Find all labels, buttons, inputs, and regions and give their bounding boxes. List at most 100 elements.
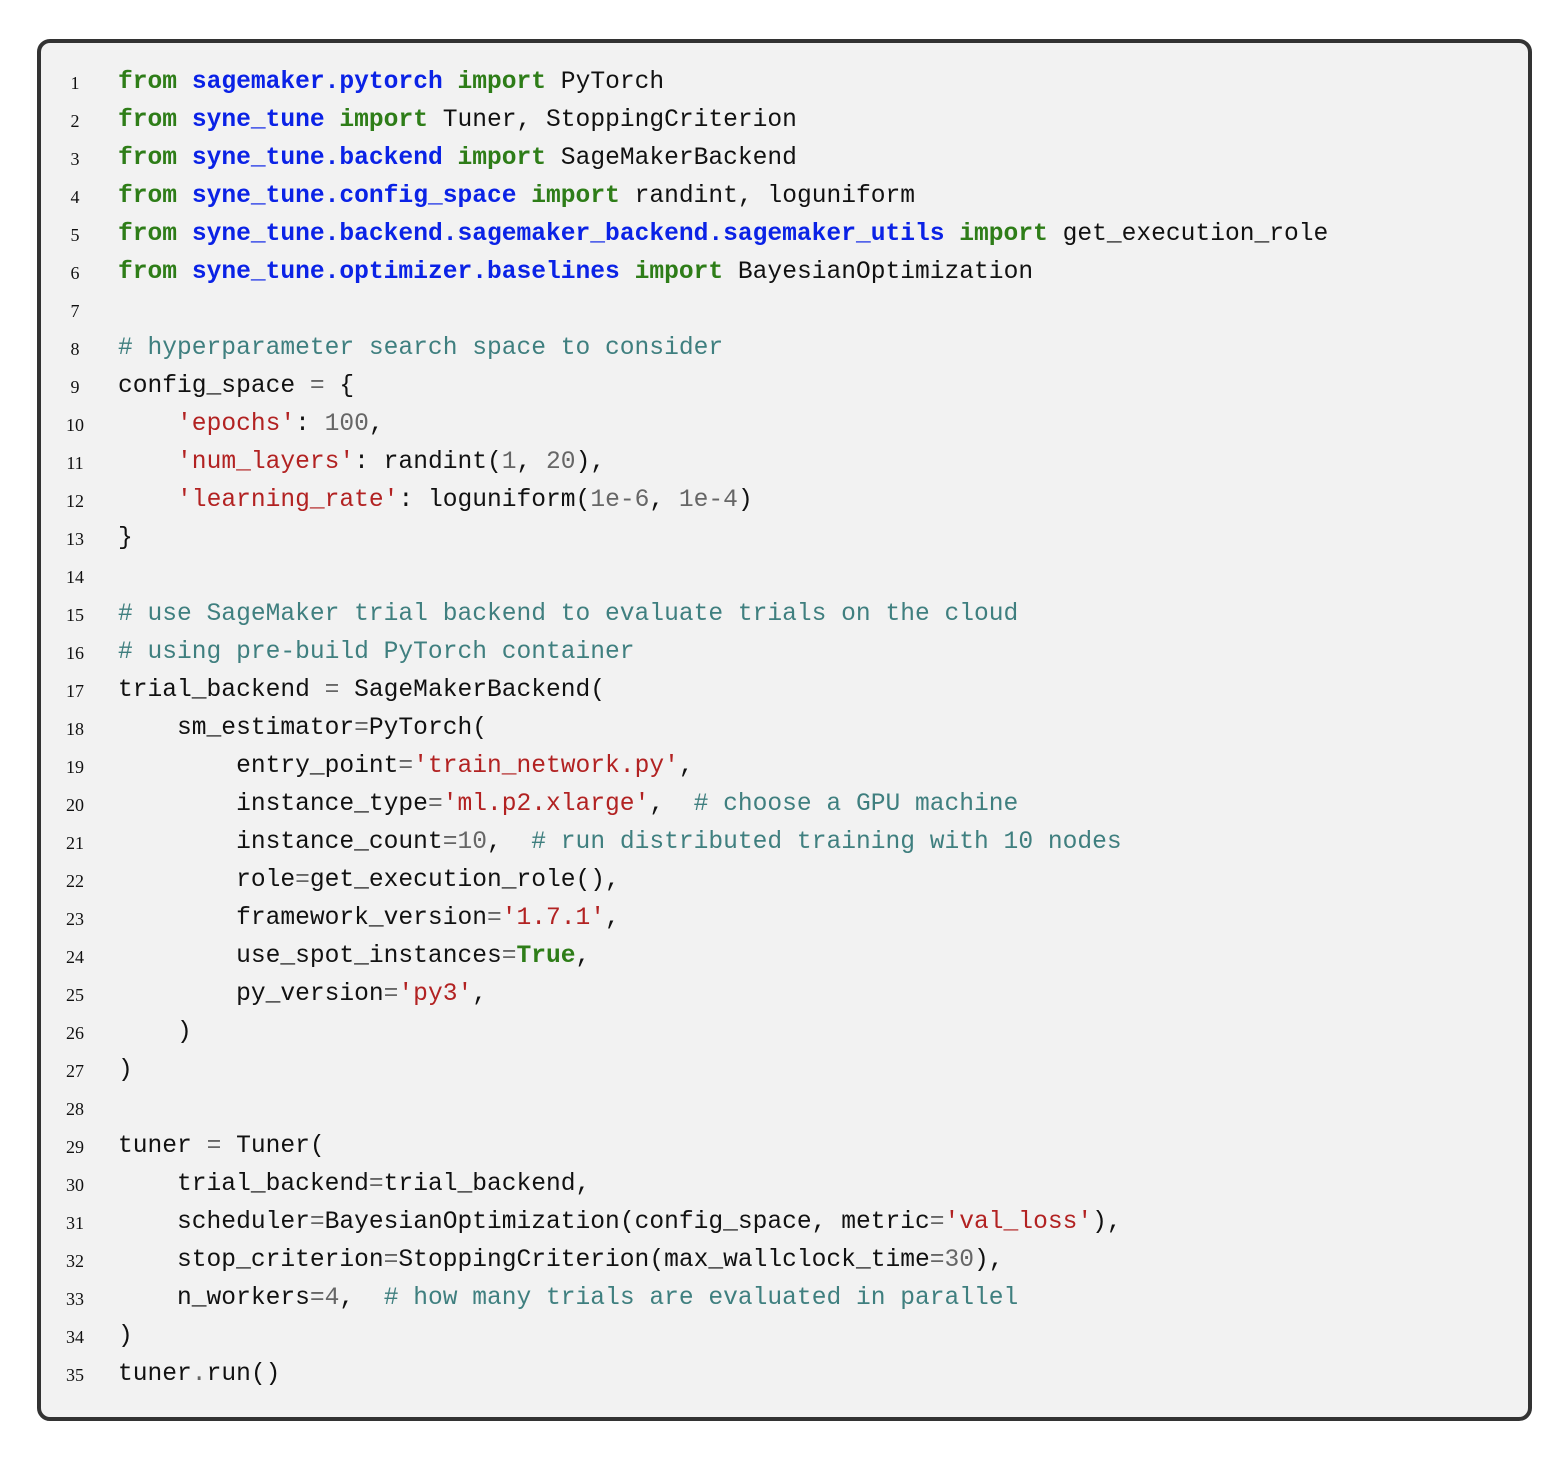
code-text: [177, 69, 192, 96]
string-literal: '1.7.1': [501, 905, 606, 932]
code-text: trial_backend: [118, 677, 325, 704]
code-content: from sagemaker.pytorch import PyTorch: [118, 64, 664, 102]
comment: # run distributed training with 10 nodes: [531, 829, 1122, 856]
code-text: :: [295, 411, 325, 438]
number-literal: 1: [501, 449, 517, 476]
code-content: stop_criterion=StoppingCriterion(max_wal…: [118, 1242, 1004, 1280]
code-text: ): [737, 487, 753, 514]
code-line: 18 sm_estimator=PyTorch(: [41, 710, 1528, 748]
code-text: : loguniform(: [398, 487, 591, 514]
code-text: : randint(: [354, 449, 502, 476]
code-content: from syne_tune import Tuner, StoppingCri…: [118, 102, 797, 140]
operator: =: [398, 753, 414, 780]
code-text: randint, loguniform: [619, 183, 916, 210]
code-content: use_spot_instances=True,: [118, 938, 590, 976]
keyword: import: [457, 145, 547, 172]
keyword: from: [118, 145, 178, 172]
code-text: {: [324, 373, 355, 400]
code-line: 28: [41, 1090, 1528, 1128]
code-text: [177, 183, 192, 210]
code-content: 'learning_rate': loguniform(1e-6, 1e-4): [118, 482, 753, 520]
operator: =: [368, 1171, 384, 1198]
code-content: from syne_tune.backend import SageMakerB…: [118, 140, 797, 178]
code-text: ,: [605, 905, 620, 932]
code-text: [118, 449, 177, 476]
line-number: 19: [66, 757, 84, 777]
line-number: 26: [66, 1023, 84, 1043]
code-text: get_execution_role: [1047, 221, 1329, 248]
code-text: [177, 107, 192, 134]
code-line: 34): [41, 1318, 1528, 1356]
operator: =: [501, 943, 517, 970]
operator: =: [354, 715, 369, 742]
code-content: from syne_tune.backend.sagemaker_backend…: [118, 216, 1328, 254]
code-text: ,: [472, 981, 487, 1008]
code-line: 23 framework_version='1.7.1',: [41, 900, 1528, 938]
code-text: ): [118, 1057, 133, 1084]
code-text: SageMakerBackend(: [339, 677, 606, 704]
keyword: from: [118, 183, 178, 210]
code-text: ): [118, 1019, 192, 1046]
line-number: 25: [66, 985, 84, 1005]
code-text: [177, 145, 192, 172]
code-text: ,: [649, 791, 694, 818]
line-number: 5: [70, 225, 80, 245]
code-content: from syne_tune.config_space import randi…: [118, 178, 915, 216]
operator: =: [929, 1247, 945, 1274]
line-number: 11: [66, 453, 84, 473]
keyword: import: [457, 69, 547, 96]
code-text: [517, 183, 532, 210]
keyword: import: [531, 183, 620, 210]
code-text: stop_criterion: [118, 1247, 384, 1274]
keyword: True: [516, 943, 576, 970]
code-text: run(): [206, 1361, 281, 1388]
keyword: import: [339, 107, 428, 134]
keyword: from: [118, 221, 178, 248]
string-literal: 'learning_rate': [177, 487, 399, 514]
line-number: 17: [66, 681, 84, 701]
keyword: from: [118, 259, 178, 286]
line-number: 34: [66, 1327, 84, 1347]
code-text: ): [118, 1323, 133, 1350]
number-literal: 20: [546, 449, 576, 476]
code-content: 'epochs': 100,: [118, 406, 384, 444]
line-number: 22: [66, 871, 84, 891]
code-line: 16# using pre-build PyTorch container: [41, 634, 1528, 672]
code-content: trial_backend=trial_backend,: [118, 1166, 590, 1204]
keyword: from: [118, 69, 178, 96]
code-content: # using pre-build PyTorch container: [118, 634, 635, 672]
code-content: entry_point='train_network.py',: [118, 748, 694, 786]
code-content: 'num_layers': randint(1, 20),: [118, 444, 605, 482]
code-text: sm_estimator: [118, 715, 355, 742]
line-number: 31: [66, 1213, 84, 1233]
operator: =: [929, 1209, 945, 1236]
module-name: syne_tune: [191, 107, 325, 134]
code-text: get_execution_role(),: [309, 867, 620, 894]
code-text: [118, 411, 177, 438]
code-content: ): [118, 1052, 133, 1090]
operator: =: [206, 1133, 222, 1160]
line-number: 9: [70, 377, 80, 397]
string-literal: 'epochs': [177, 411, 296, 438]
code-line: 10 'epochs': 100,: [41, 406, 1528, 444]
module-name: syne_tune.optimizer.baselines: [191, 259, 620, 286]
comment: # choose a GPU machine: [693, 791, 1019, 818]
code-content: sm_estimator=PyTorch(: [118, 710, 487, 748]
code-text: BayesianOptimization(config_space, metri…: [324, 1209, 930, 1236]
code-text: ,: [678, 753, 694, 780]
code-line: 26 ): [41, 1014, 1528, 1052]
code-line: 14: [41, 558, 1528, 596]
string-literal: 'ml.p2.xlarge': [442, 791, 650, 818]
code-text: tuner: [118, 1133, 207, 1160]
comment: # use SageMaker trial backend to evaluat…: [118, 601, 1019, 628]
code-text: trial_backend: [118, 1171, 369, 1198]
line-number: 15: [66, 605, 84, 625]
operator: =: [427, 791, 443, 818]
code-content: scheduler=BayesianOptimization(config_sp…: [118, 1204, 1122, 1242]
line-number: 23: [66, 909, 84, 929]
